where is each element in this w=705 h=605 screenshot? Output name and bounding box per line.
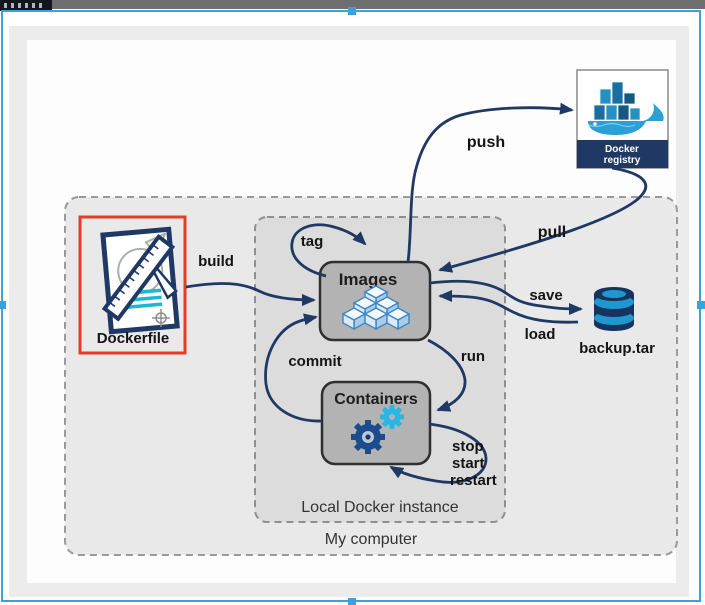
- stop-start-restart-arrow: [389, 422, 488, 484]
- images-node: Images: [318, 260, 432, 342]
- stop-label: stop: [452, 438, 484, 455]
- registry-label-line2: registry: [604, 155, 641, 166]
- tag-label: tag: [301, 233, 324, 250]
- docker-whale-icon: [588, 81, 664, 135]
- pull-label: pull: [538, 224, 566, 241]
- push-label: push: [467, 134, 505, 151]
- load-arrow: [438, 290, 579, 324]
- tag-arrow: [290, 223, 367, 278]
- run-label: run: [461, 348, 485, 365]
- local-docker-instance-label: Local Docker instance: [301, 499, 459, 516]
- registry-label-line1: Docker: [605, 144, 639, 155]
- resize-handle-bottom[interactable]: [348, 598, 356, 605]
- images-label: Images: [339, 270, 398, 289]
- player-glyphs-icon: [4, 3, 46, 8]
- backup-tar-label: backup.tar: [579, 340, 655, 357]
- containers-node: Containers: [320, 380, 432, 466]
- backup-tar-icon: [594, 287, 634, 331]
- commit-label: commit: [288, 353, 341, 370]
- commit-arrow: [264, 313, 323, 423]
- move-crosshair-icon: [152, 309, 170, 327]
- pull-arrow: [438, 166, 648, 273]
- resize-handle-left[interactable]: [0, 301, 6, 309]
- resize-handle-top[interactable]: [348, 7, 356, 15]
- gears-icon: [351, 405, 404, 454]
- build-label: build: [198, 253, 234, 270]
- dockerfile-icon: [100, 226, 180, 335]
- player-controls-chip[interactable]: [0, 0, 52, 11]
- build-arrow: [185, 282, 316, 306]
- resize-handle-right[interactable]: [697, 301, 705, 309]
- load-label: load: [525, 326, 556, 343]
- my-computer-label: My computer: [325, 531, 418, 548]
- restart-label: restart: [450, 472, 497, 489]
- save-label: save: [529, 287, 562, 304]
- start-label: start: [452, 455, 485, 472]
- save-arrow: [429, 279, 583, 315]
- cubes-icon: [341, 285, 411, 331]
- dockerfile-highlight-box: [78, 215, 187, 355]
- dockerfile-label: Dockerfile: [97, 330, 170, 347]
- push-arrow: [406, 102, 574, 263]
- containers-label: Containers: [334, 391, 418, 408]
- top-media-bar: [0, 0, 705, 9]
- docker-registry-node: Docker registry: [576, 69, 669, 169]
- run-arrow: [427, 338, 467, 412]
